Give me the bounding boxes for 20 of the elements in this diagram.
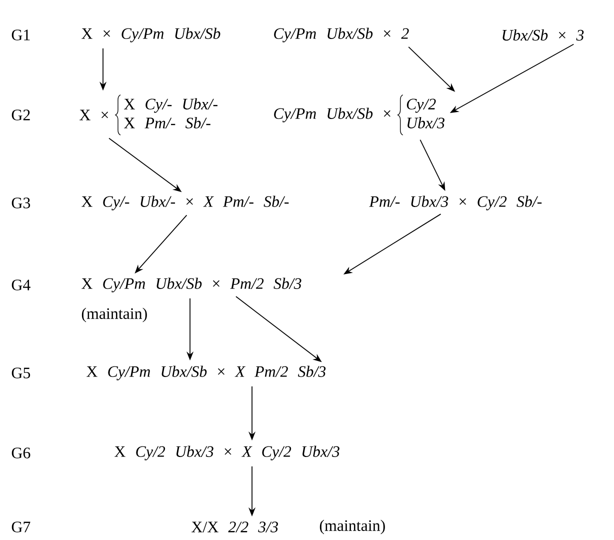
genotype-text: X Cy/Pm Ubx/Sb × Pm/2 Sb/3	[82, 278, 302, 292]
generation-label: G2	[12, 110, 30, 120]
genotype-text: Pm/- Ubx/3 × Cy/2 Sb/-	[369, 196, 542, 210]
genotype-text: X Cy/2 Ubx/3 × X Cy/2 Ubx/3	[114, 446, 340, 460]
note-text: (maintain)	[320, 520, 385, 534]
genotype-text: X × X Cy/- Ubx/- X Pm/- Sb/-	[80, 94, 218, 136]
genotype-text: Ubx/Sb × 3	[502, 29, 584, 41]
generation-label: G7	[12, 522, 30, 532]
generation-label: G4	[12, 280, 30, 290]
genotype-text: X Cy/Pm Ubx/Sb × X Pm/2 Sb/3	[86, 366, 326, 380]
generation-label: G1	[12, 30, 30, 40]
note-text: (maintain)	[82, 308, 147, 322]
generation-label: G5	[12, 368, 30, 378]
genotype-text: X Cy/- Ubx/- × X Pm/- Sb/-	[82, 196, 289, 210]
genotype-text: X × Cy/Pm Ubx/Sb	[82, 28, 220, 42]
generation-label: G3	[12, 198, 30, 208]
generation-label: G6	[12, 448, 30, 458]
genotype-text: Cy/Pm Ubx/Sb × 2	[274, 28, 409, 42]
genotype-text: Cy/Pm Ubx/Sb × Cy/2 Ubx/3	[274, 94, 444, 136]
genotype-text: X/X 2/2 3/3	[192, 522, 278, 532]
